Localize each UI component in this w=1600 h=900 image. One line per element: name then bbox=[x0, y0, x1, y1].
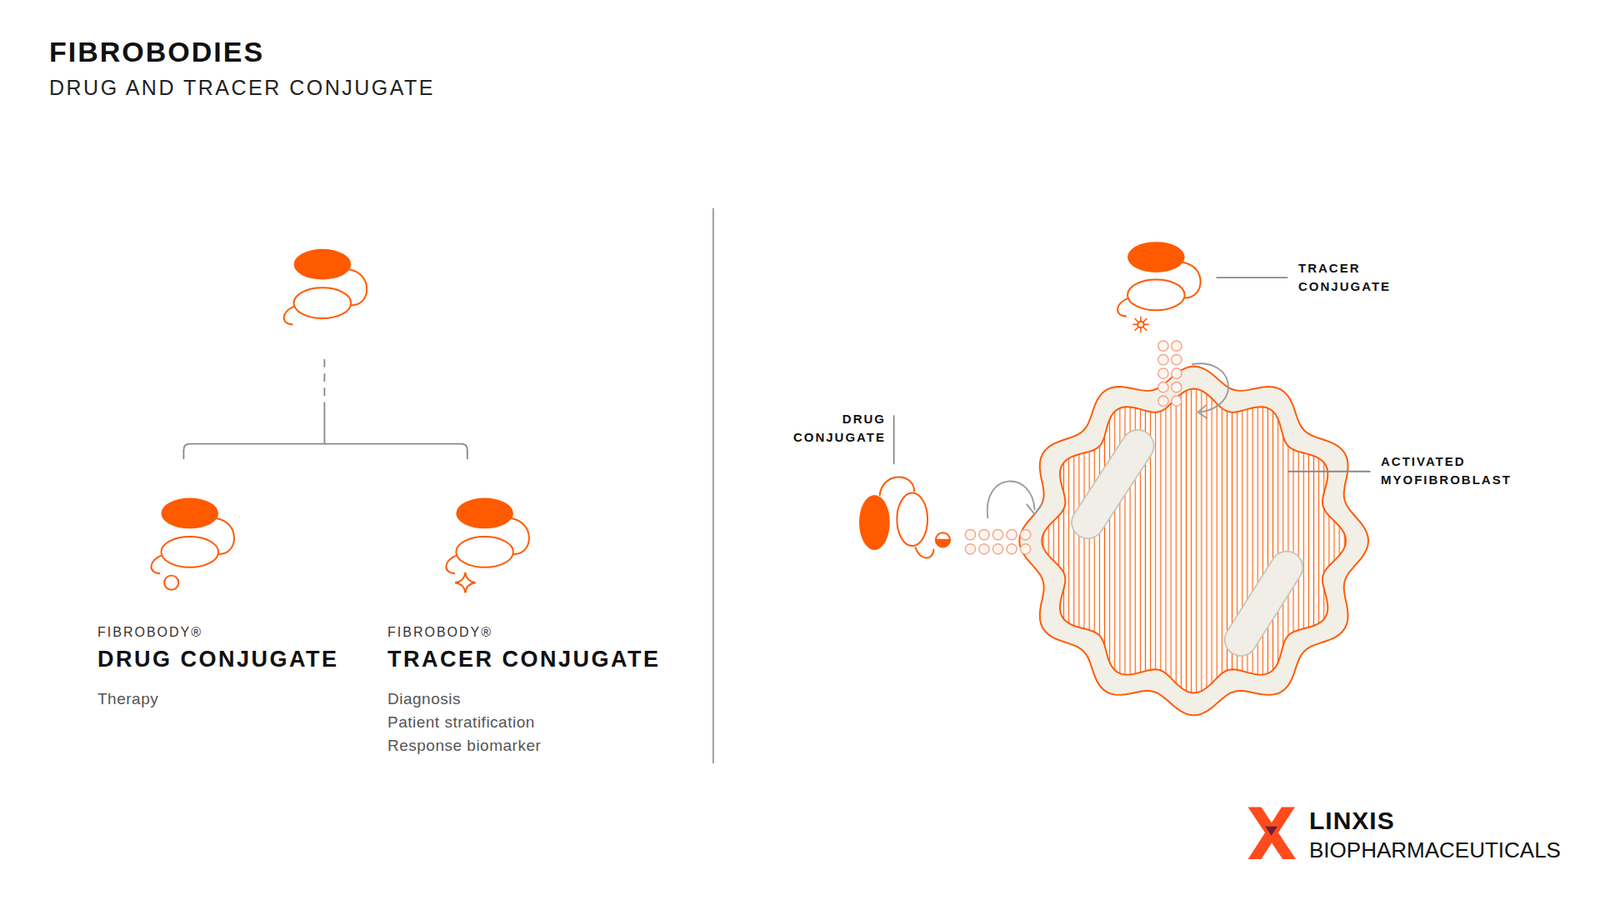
callout-label: TRACER CONJUGATE bbox=[1298, 259, 1424, 296]
logo-mark bbox=[1248, 807, 1297, 860]
fibrobody-icon bbox=[284, 249, 368, 325]
leader-lines bbox=[894, 277, 1371, 472]
organelles bbox=[1087, 445, 1287, 640]
use-text: Therapy bbox=[97, 690, 159, 710]
callout-label: ACTIVATED MYOFIBROBLAST bbox=[1380, 452, 1523, 490]
use-text: Patient stratification bbox=[387, 713, 535, 733]
product-name: TRACER CONJUGATE bbox=[387, 645, 661, 673]
myofibroblast-membrane bbox=[1019, 366, 1369, 716]
brand-name: FIBROBODY® bbox=[97, 624, 203, 640]
tree-stem-dashed bbox=[323, 359, 325, 409]
internalization-arrows bbox=[987, 363, 1229, 519]
product-name: DRUG CONJUGATE bbox=[97, 645, 340, 673]
brand-name: FIBROBODY® bbox=[387, 624, 493, 640]
tracer-conjugate-icon bbox=[445, 498, 530, 594]
tree-stem bbox=[323, 408, 325, 445]
divider bbox=[712, 208, 715, 764]
use-text: Diagnosis bbox=[387, 690, 461, 710]
title: FIBROBODIES bbox=[49, 36, 265, 68]
use-text: Response biomarker bbox=[387, 736, 541, 756]
callout-label: DRUG CONJUGATE bbox=[760, 410, 886, 447]
logo-subname: BIOPHARMACEUTICALS bbox=[1309, 837, 1561, 864]
tree-bracket bbox=[183, 444, 467, 460]
drug-conjugate-icon bbox=[151, 498, 235, 590]
subtitle: DRUG AND TRACER CONJUGATE bbox=[49, 75, 435, 100]
myofibroblast-cytoplasm bbox=[1041, 389, 1346, 694]
drug-conjugate-icon bbox=[859, 476, 950, 558]
receptors bbox=[965, 340, 1182, 555]
logo-name: LINXIS bbox=[1309, 805, 1395, 836]
tracer-conjugate-icon bbox=[1117, 241, 1201, 333]
